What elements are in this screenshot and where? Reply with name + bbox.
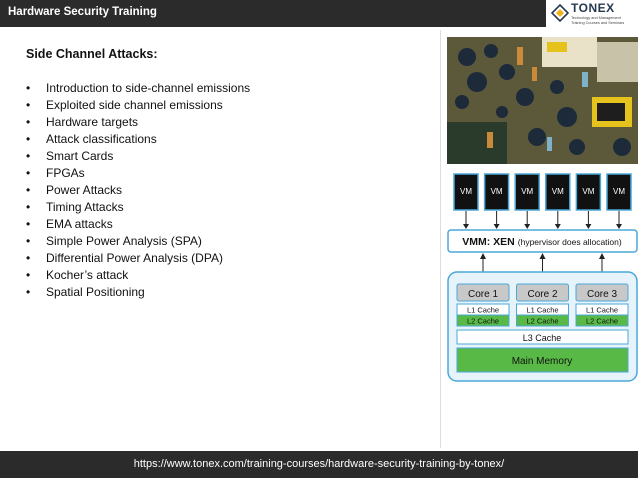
- vm-label: VM: [613, 187, 625, 196]
- hypervisor-main: VMM: XEN: [462, 236, 515, 248]
- bullet-item: • Power Attacks: [26, 182, 250, 199]
- bullet-item: • Hardware targets: [26, 114, 250, 131]
- l3-cache-box: [456, 329, 629, 345]
- vm-arrow-head: [524, 224, 531, 229]
- l2-cache-box: [516, 314, 569, 327]
- bullet-text: EMA attacks: [46, 217, 113, 231]
- core-arrow-head: [480, 253, 486, 259]
- l2-cache-box: [575, 314, 629, 327]
- bullet-text: Differential Power Analysis (DPA): [46, 251, 223, 265]
- bullet-glyph: •: [26, 200, 31, 214]
- bullet-item: • EMA attacks: [26, 216, 250, 233]
- vm-arrows: [463, 211, 622, 284]
- footer-url[interactable]: https://www.tonex.com/training-courses/h…: [133, 458, 505, 470]
- vm-box: [453, 173, 479, 211]
- core-label: Core 3: [587, 289, 617, 300]
- l3-cache-label: L3 Cache: [523, 333, 562, 343]
- bullet-text: Hardware targets: [46, 115, 139, 129]
- bullet-item: • Exploited side channel emissions: [26, 97, 250, 114]
- course-title: Hardware Security Training: [8, 6, 157, 18]
- bullet-text: Spatial Positioning: [46, 285, 145, 299]
- bullet-glyph: •: [26, 149, 31, 163]
- main-memory-box: [456, 347, 629, 373]
- cores: Core 1 L1 Cache L2 Cache Core 2 L1 Cache L2 C…: [456, 283, 629, 327]
- logo-wordmark: TONEX: [571, 1, 615, 15]
- bullet-text: Attack classifications: [46, 132, 157, 146]
- bullet-glyph: •: [26, 268, 31, 282]
- l1-cache-label: L1 Cache: [467, 306, 499, 315]
- bullet-text: Simple Power Analysis (SPA): [46, 234, 202, 248]
- column-divider: [440, 30, 441, 448]
- core-label: Core 1: [468, 289, 498, 300]
- core-box: [456, 283, 510, 302]
- hypervisor-label: VMM: XEN(hypervisor does allocation): [462, 236, 622, 248]
- l2-cache-label: L2 Cache: [526, 317, 558, 326]
- core-arrow-head: [599, 253, 605, 259]
- bullet-item: • Kocher’s attack: [26, 267, 250, 284]
- core-arrow-head: [539, 253, 546, 259]
- vm-arrow-head: [585, 224, 592, 229]
- vm-label: VM: [491, 187, 503, 196]
- bullet-text: Introduction to side-channel emissions: [46, 81, 251, 95]
- bullet-item: • Differential Power Analysis (DPA): [26, 250, 250, 267]
- vm-arrow-head: [554, 224, 561, 229]
- slide-heading: Side Channel Attacks:: [26, 47, 158, 61]
- vm-box: [483, 173, 510, 211]
- vm-arrow-head: [463, 224, 469, 229]
- core-label: Core 2: [527, 289, 557, 300]
- bullet-glyph: •: [26, 285, 31, 299]
- l2-cache-label: L2 Cache: [586, 317, 618, 326]
- bullet-glyph: •: [26, 81, 31, 95]
- bullet-item: • FPGAs: [26, 165, 250, 182]
- bullet-glyph: •: [26, 234, 31, 248]
- bullet-glyph: •: [26, 98, 31, 112]
- bullet-item: • Attack classifications: [26, 131, 250, 148]
- bullet-glyph: •: [26, 166, 31, 180]
- bullet-text: Smart Cards: [46, 149, 114, 163]
- vm-box: [606, 173, 632, 211]
- logo-tagline: Technology and Management: [571, 16, 621, 20]
- vm-arrow-head: [493, 224, 500, 229]
- bullet-text: Power Attacks: [46, 183, 123, 197]
- l2-cache-label: L2 Cache: [467, 317, 499, 326]
- main-memory-label: Main Memory: [512, 356, 573, 367]
- bullet-text: Kocher’s attack: [46, 268, 129, 282]
- bullet-glyph: •: [26, 115, 31, 129]
- bullet-list: •Introduction to side-channel emissions•…: [26, 80, 250, 301]
- vm-label: VM: [582, 187, 594, 196]
- vm-box: [545, 173, 571, 211]
- vm-arrow-head: [616, 224, 622, 229]
- vm-label: VM: [521, 187, 533, 196]
- core-box: [575, 283, 629, 302]
- bullet-glyph: •: [26, 183, 31, 197]
- bullet-text: Timing Attacks: [46, 200, 124, 214]
- footer-bar: https://www.tonex.com/training-courses/h…: [0, 451, 638, 478]
- l2-cache-box: [456, 314, 510, 327]
- hypervisor-box: [447, 229, 638, 253]
- vm-row: VM VM VM VM VM VM: [453, 173, 632, 211]
- bullet-glyph: •: [26, 251, 31, 265]
- vm-label: VM: [552, 187, 564, 196]
- bullet-item: • Timing Attacks: [26, 199, 250, 216]
- vm-box: [575, 173, 602, 211]
- vm-label: VM: [460, 187, 472, 196]
- bullet-item: • Simple Power Analysis (SPA): [26, 233, 250, 250]
- bullet-text: FPGAs: [46, 166, 85, 180]
- circuit-board-photo: [447, 37, 638, 164]
- logo-tagline: Training Courses and Seminars: [571, 20, 625, 25]
- vm-box: [514, 173, 540, 211]
- bullet-glyph: •: [26, 217, 31, 231]
- core-box: [516, 283, 569, 302]
- hypervisor-note: (hypervisor does allocation): [518, 237, 622, 247]
- l1-cache-label: L1 Cache: [526, 306, 558, 315]
- title-bar: Hardware Security Training: [0, 0, 638, 27]
- bullet-item: • Introduction to side-channel emissions: [26, 80, 250, 97]
- tonex-logo-icon: [551, 4, 569, 22]
- bullet-item: • Smart Cards: [26, 148, 250, 165]
- bullet-glyph: •: [26, 132, 31, 146]
- bullet-item: • Spatial Positioning: [26, 284, 250, 301]
- l1-cache-label: L1 Cache: [586, 306, 618, 315]
- bullet-text: Exploited side channel emissions: [46, 98, 223, 112]
- virtualization-diagram: VM VM VM VM VM VM VMM: XEN(hypervisor does al…: [447, 173, 638, 382]
